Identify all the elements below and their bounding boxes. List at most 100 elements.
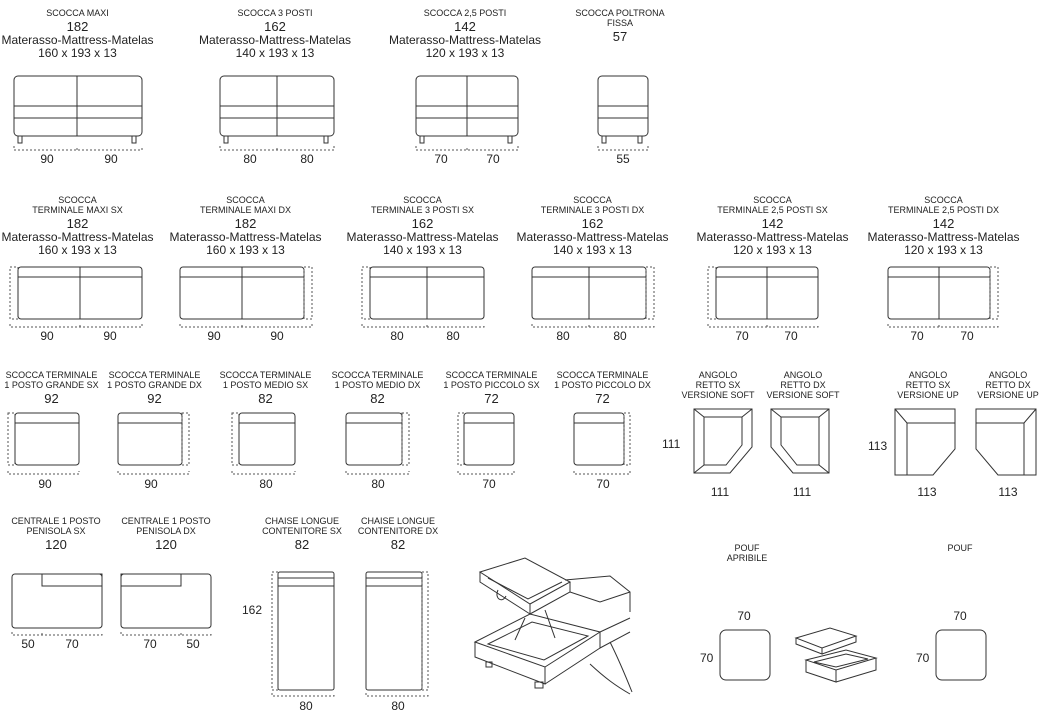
- module-width: 142: [761, 216, 784, 231]
- module-name: SCOCCA: [403, 195, 442, 205]
- mattress-dims: 120 x 193 x 13: [425, 46, 505, 60]
- module-width: 120: [155, 537, 177, 552]
- module-name: SCOCCA: [924, 195, 963, 205]
- module-name: 1 POSTO MEDIO SX: [222, 380, 309, 390]
- module-name: FISSA: [606, 18, 633, 28]
- drawing-terminale-2-5-posti-sx: [707, 266, 819, 328]
- drawing-1-posto-medio-dx: [345, 412, 410, 475]
- mattress-label: Materasso-Mattress-Matelas: [169, 230, 322, 244]
- module-name: SCOCCA: [226, 195, 265, 205]
- module-scocca-3-posti: SCOCCA 3 POSTI 162 Materasso-Mattress-Ma…: [195, 8, 355, 60]
- drawing-pouf-apribile: [719, 629, 771, 681]
- drawing-angolo-dx-up: [975, 408, 1037, 476]
- width-label: 80: [300, 152, 314, 166]
- module-name: SCOCCA TERMINALE: [219, 370, 312, 380]
- module-name: TERMINALE 2,5 POSTI DX: [887, 205, 1000, 215]
- module-name: POUF: [947, 543, 973, 553]
- module-scocca-poltrona: SCOCCA POLTRONA FISSA 57: [565, 8, 675, 44]
- width-label: 80: [391, 699, 405, 713]
- module-name: TERMINALE 3 POSTI SX: [370, 205, 475, 215]
- width-label: 90: [38, 477, 52, 491]
- chaise-longue-dx: CHAISE LONGUE CONTENITORE DX 82: [348, 516, 448, 552]
- module-terminale-maxi-sx: SCOCCA TERMINALE MAXI SX 182 Materasso-M…: [0, 195, 155, 257]
- width-label: 80: [446, 329, 460, 343]
- width-label: 80: [371, 477, 385, 491]
- mattress-dims: 160 x 193 x 13: [38, 46, 117, 60]
- module-name: ANGOLO: [698, 370, 738, 380]
- module-1-posto-piccolo-sx: SCOCCA TERMINALE 1 POSTO PICCOLO SX 72: [440, 370, 543, 406]
- depth-label: 162: [242, 603, 263, 617]
- chaise-longue-sx: CHAISE LONGUE CONTENITORE SX 82: [252, 516, 352, 552]
- drawing-angolo-sx-soft: [693, 408, 753, 474]
- module-name: SCOCCA 3 POSTI: [237, 8, 313, 18]
- module-terminale-2-5-posti-sx: SCOCCA TERMINALE 2,5 POSTI SX 142 Matera…: [695, 195, 850, 257]
- module-name: SCOCCA TERMINALE: [331, 370, 424, 380]
- width-label: 90: [270, 329, 284, 343]
- mattress-dims: 120 x 193 x 13: [733, 243, 812, 257]
- module-width: 82: [258, 391, 273, 406]
- module-name: TERMINALE MAXI SX: [32, 205, 123, 215]
- mattress-label: Materasso-Mattress-Matelas: [1, 33, 154, 47]
- module-1-posto-grande-sx: SCOCCA TERMINALE 1 POSTO GRANDE SX 92: [0, 370, 103, 406]
- module-name: RETTO SX: [905, 380, 951, 390]
- module-terminale-maxi-dx: SCOCCA TERMINALE MAXI DX 182 Materasso-M…: [168, 195, 323, 257]
- module-width: 82: [294, 537, 310, 552]
- width-label: 70: [960, 329, 974, 343]
- module-width: 57: [612, 29, 628, 44]
- mattress-label: Materasso-Mattress-Matelas: [198, 33, 352, 47]
- module-centrale-penisola-sx: CENTRALE 1 POSTO PENISOLA SX 120: [4, 516, 108, 552]
- module-name: ANGOLO: [783, 370, 823, 380]
- width-label: 80: [299, 699, 313, 713]
- mattress-label: Materasso-Mattress-Matelas: [696, 230, 849, 244]
- module-name: PENISOLA SX: [26, 526, 86, 536]
- width-label: 70: [596, 477, 610, 491]
- drawing-centrale-penisola-sx: [11, 573, 103, 636]
- module-name: POUF: [734, 543, 760, 553]
- module-width: 142: [454, 19, 476, 34]
- drawing-centrale-penisola-dx: [120, 573, 212, 636]
- module-1-posto-medio-dx: SCOCCA TERMINALE 1 POSTO MEDIO DX 82: [326, 370, 429, 406]
- width-label: 80: [556, 329, 570, 343]
- module-name: RETTO DX: [780, 380, 826, 390]
- module-name: CONTENITORE SX: [262, 526, 342, 536]
- width-label: 70: [143, 637, 157, 651]
- module-name: SCOCCA TERMINALE: [108, 370, 201, 380]
- drawing-terminale-maxi-dx: [179, 266, 313, 328]
- drawing-chaise-longue-sx: [271, 571, 335, 697]
- module-name: 1 POSTO GRANDE SX: [4, 380, 99, 390]
- module-name: TERMINALE 2,5 POSTI SX: [717, 205, 828, 215]
- width-label: 90: [103, 329, 117, 343]
- module-width: 142: [932, 216, 955, 231]
- drawing-angolo-sx-up: [894, 408, 956, 476]
- module-name: PENISOLA DX: [136, 526, 196, 536]
- module-name: ANGOLO: [988, 370, 1028, 380]
- module-name: SCOCCA MAXI: [46, 8, 109, 18]
- module-name: RETTO DX: [985, 380, 1031, 390]
- module-name: SCOCCA: [573, 195, 612, 205]
- module-name: RETTO SX: [695, 380, 741, 390]
- depth-label: 70: [916, 651, 930, 665]
- module-1-posto-grande-dx: SCOCCA TERMINALE 1 POSTO GRANDE DX 92: [103, 370, 206, 406]
- module-name: VERSIONE SOFT: [681, 390, 755, 400]
- module-name: CENTRALE 1 POSTO: [11, 516, 101, 526]
- depth-label: 113: [868, 439, 888, 453]
- module-name: VERSIONE UP: [977, 390, 1039, 400]
- width-label: 80: [259, 477, 273, 491]
- module-name: SCOCCA POLTRONA: [575, 8, 665, 18]
- mattress-dims: 160 x 193 x 13: [206, 243, 285, 257]
- module-scocca-maxi: SCOCCA MAXI 182 Materasso-Mattress-Matel…: [0, 8, 155, 60]
- width-label: 90: [40, 152, 54, 166]
- angolo-retto-sx-soft: ANGOLO RETTO SX VERSIONE SOFT: [678, 370, 758, 400]
- module-centrale-penisola-dx: CENTRALE 1 POSTO PENISOLA DX 120: [114, 516, 218, 552]
- depth-label: 111: [662, 437, 681, 451]
- module-name: VERSIONE SOFT: [766, 390, 840, 400]
- module-width: 92: [147, 391, 162, 406]
- width-label: 70: [65, 637, 79, 651]
- module-name: CHAISE LONGUE: [264, 516, 340, 526]
- module-width: 182: [234, 216, 257, 231]
- module-terminale-3-posti-sx: SCOCCA TERMINALE 3 POSTI SX 162 Materass…: [345, 195, 500, 257]
- module-name: SCOCCA: [58, 195, 97, 205]
- drawing-scocca-2-5-posti: [415, 75, 519, 151]
- drawing-terminale-3-posti-dx: [531, 266, 655, 328]
- module-scocca-2-5-posti: SCOCCA 2,5 POSTI 142 Materasso-Mattress-…: [385, 8, 545, 60]
